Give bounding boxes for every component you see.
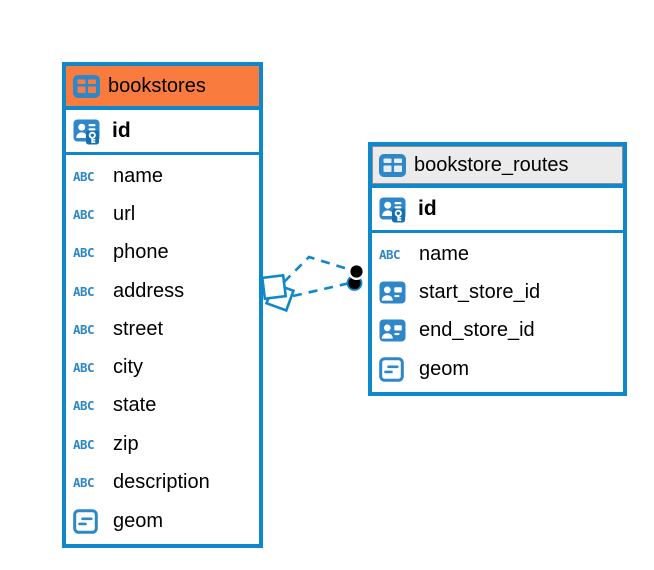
field-row[interactable]: ABC name <box>66 157 259 196</box>
text-type-icon: ABC <box>73 436 95 452</box>
field-row[interactable]: ABC url <box>66 195 259 234</box>
relationship-source-marker[interactable] <box>260 273 288 301</box>
table-icon <box>379 153 406 177</box>
primary-key-row[interactable]: id <box>66 110 259 155</box>
field-row[interactable]: ABC address <box>66 271 259 311</box>
field-row[interactable]: ABC street <box>66 310 259 349</box>
field-name: url <box>113 202 136 225</box>
field-row[interactable]: ABC city <box>66 348 259 387</box>
text-type-icon: ABC <box>73 360 95 376</box>
field-name: street <box>113 317 164 340</box>
table-name: bookstore_routes <box>414 153 569 176</box>
field-row[interactable]: ABC phone <box>66 233 259 272</box>
geometry-type-icon <box>379 357 412 383</box>
table-icon <box>73 74 100 98</box>
field-name: geom <box>113 510 164 533</box>
table-name: bookstores <box>108 74 206 97</box>
geometry-type-icon <box>73 509 106 535</box>
primary-key-icon <box>379 195 412 223</box>
field-name: city <box>113 356 143 379</box>
relationship-target-marker[interactable] <box>348 263 366 281</box>
text-type-icon: ABC <box>73 283 95 299</box>
primary-key-name: id <box>112 119 131 142</box>
field-name: description <box>113 471 210 494</box>
text-type-icon: ABC <box>73 206 95 222</box>
field-row[interactable]: geom <box>66 501 259 542</box>
table-header[interactable]: bookstores <box>66 66 259 110</box>
field-row[interactable]: ABC zip <box>66 425 259 464</box>
field-name: end_store_id <box>419 319 535 342</box>
text-type-icon: ABC <box>73 168 95 184</box>
field-row[interactable]: ABC name <box>372 235 623 274</box>
field-name: name <box>419 242 470 265</box>
field-name: zip <box>113 432 139 455</box>
relationship-line[interactable] <box>283 255 352 283</box>
primary-key-icon <box>73 117 106 145</box>
table-header[interactable]: bookstore_routes <box>372 146 623 188</box>
field-name: state <box>113 394 157 417</box>
text-type-icon: ABC <box>73 475 95 491</box>
field-row[interactable]: ABC description <box>66 463 259 502</box>
field-name: phone <box>113 241 169 264</box>
text-type-icon: ABC <box>73 398 95 414</box>
reference-type-icon <box>379 281 412 304</box>
field-row[interactable]: start_store_id <box>372 273 623 312</box>
field-name: start_store_id <box>419 280 541 303</box>
relationship-source-marker[interactable] <box>264 281 296 313</box>
text-type-icon: ABC <box>73 245 95 261</box>
primary-key-name: id <box>418 197 437 220</box>
field-row[interactable]: end_store_id <box>372 311 623 350</box>
primary-key-row[interactable]: id <box>372 188 623 233</box>
reference-type-icon <box>379 319 412 342</box>
field-name: address <box>113 279 185 302</box>
relationship-line[interactable] <box>292 281 351 298</box>
field-row[interactable]: geom <box>372 349 623 390</box>
field-name: geom <box>419 358 470 381</box>
text-type-icon: ABC <box>73 321 95 337</box>
text-type-icon: ABC <box>379 246 401 262</box>
relationship-target-marker[interactable] <box>346 275 363 291</box>
field-row[interactable]: ABC state <box>66 386 259 426</box>
field-name: name <box>113 164 164 187</box>
